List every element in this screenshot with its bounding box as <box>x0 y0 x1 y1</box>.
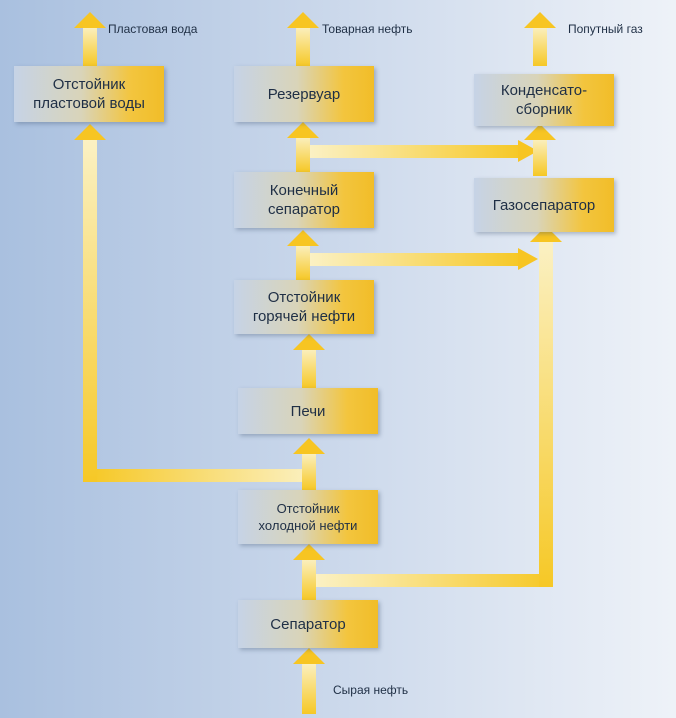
reservoir-box: Резервуар <box>234 66 374 122</box>
water-settler-label: Отстойник пластовой воды <box>33 76 145 112</box>
separator-label: Сепаратор <box>270 615 346 633</box>
gas-separator-label: Газосепаратор <box>492 196 596 214</box>
water-settler-box: Отстойник пластовой воды <box>14 66 164 122</box>
water-branch <box>74 124 316 489</box>
cold-oil-settler-box: Отстойник холодной нефти <box>238 490 378 544</box>
output-label-gas: Попутный газ <box>568 22 643 36</box>
final-separator-label: Конечный сепаратор <box>267 182 341 218</box>
gas-separator-box: Газосепаратор <box>474 178 614 232</box>
hot-oil-settler-label: Отстойник горячей нефти <box>252 289 356 325</box>
condensate-collector-box: Конденсато- сборник <box>474 74 614 126</box>
gas-branch <box>310 12 562 587</box>
cold-oil-settler-label: Отстойник холодной нефти <box>258 501 358 533</box>
output-label-water: Пластовая вода <box>108 22 198 36</box>
reservoir-label: Резервуар <box>267 85 341 103</box>
hot-oil-settler-box: Отстойник горячей нефти <box>234 280 374 334</box>
output-label-oil: Товарная нефть <box>322 22 413 36</box>
oil-trunk <box>74 12 325 714</box>
furnaces-label: Печи <box>290 402 326 420</box>
separator-box: Сепаратор <box>238 600 378 648</box>
input-label-raw-oil: Сырая нефть <box>333 683 409 697</box>
final-separator-box: Конечный сепаратор <box>234 172 374 228</box>
furnaces-box: Печи <box>238 388 378 434</box>
condensate-collector-label: Конденсато- сборник <box>500 82 588 118</box>
